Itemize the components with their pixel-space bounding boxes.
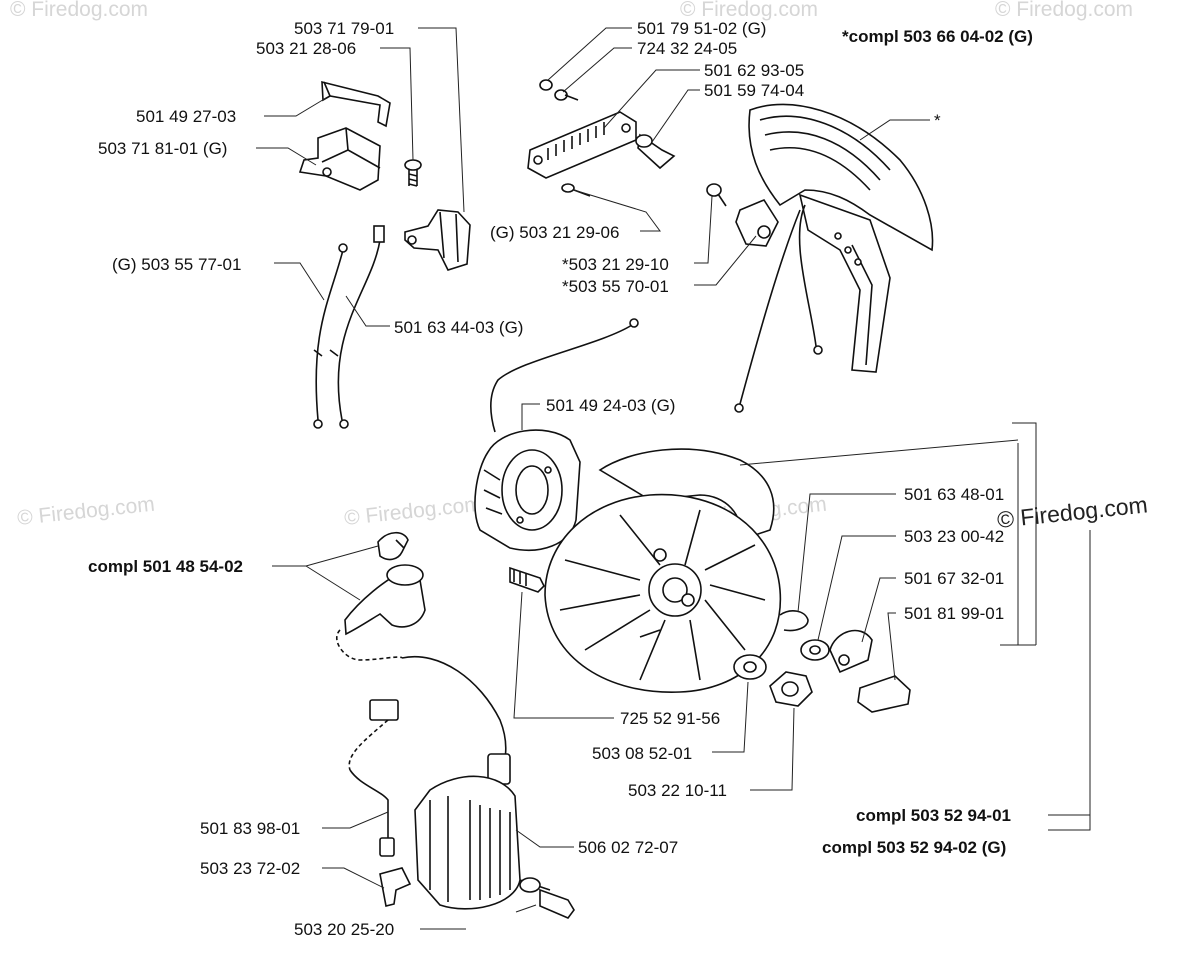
label-501-79-51-02-g: 501 79 51-02 (G): [637, 19, 766, 38]
cover-drawing: [734, 103, 934, 413]
plate-drawing: [527, 79, 637, 179]
label-501-49-24-03-g: 501 49 24-03 (G): [546, 396, 675, 415]
sleeve-drawing: [635, 133, 676, 170]
label-503-23-72-02: 503 23 72-02: [200, 859, 300, 878]
small-screw-drawing: [561, 183, 591, 197]
label-g-503-55-77-01: (G) 503 55 77-01: [112, 255, 241, 274]
ignition-module-drawing: [474, 429, 581, 551]
label-506-02-72-07: 506 02 72-07: [578, 838, 678, 857]
leader-lines: [256, 27, 1091, 930]
part-labels: 503 71 79-01 503 21 28-06 501 49 27-03 5…: [88, 19, 1033, 939]
label-503-71-79-01: 503 71 79-01: [294, 19, 394, 38]
label-compl-501-48-54-02: compl 501 48 54-02: [88, 557, 243, 576]
flywheel-hardware-drawing: [733, 610, 911, 713]
screw-drawing: [404, 159, 422, 187]
label-503-22-10-11: 503 22 10-11: [628, 781, 727, 800]
label-star: *: [934, 111, 941, 130]
label-501-49-27-03: 501 49 27-03: [136, 107, 236, 126]
label-501-59-74-04: 501 59 74-04: [704, 81, 804, 100]
watermark-primary: © Firedog.com: [996, 491, 1149, 533]
ground-wire-drawing: [490, 318, 639, 433]
label-501-63-48-01: 501 63 48-01: [904, 485, 1004, 504]
switch-housing-drawing: [298, 127, 381, 191]
label-503-71-81-01-g: 503 71 81-01 (G): [98, 139, 227, 158]
watermark: © Firedog.com: [16, 493, 156, 530]
label-725-52-91-56: 725 52 91-56: [620, 709, 720, 728]
label-503-55-70-01: *503 55 70-01: [562, 277, 669, 296]
label-501-67-32-01: 501 67 32-01: [904, 569, 1004, 588]
wires-left-drawing: [313, 225, 385, 429]
label-503-08-52-01: 503 08 52-01: [592, 744, 692, 763]
label-503-20-25-20: 503 20 25-20: [294, 920, 394, 939]
screw-725-drawing: [509, 566, 545, 593]
stop-switch-drawing: [404, 209, 471, 271]
watermark: © Firedog.com: [680, 0, 818, 21]
label-g-503-21-29-06: (G) 503 21 29-06: [490, 223, 619, 242]
watermark: © Firedog.com: [10, 0, 148, 21]
label-501-62-93-05: 501 62 93-05: [704, 61, 804, 80]
switch-cover-drawing: [321, 80, 391, 128]
label-compl-503-52-94-01: compl 503 52 94-01: [856, 806, 1011, 825]
spark-plug-cap-drawing: [336, 531, 426, 661]
label-724-32-24-05: 724 32 24-05: [637, 39, 737, 58]
label-503-21-28-06: 503 21 28-06: [256, 39, 356, 58]
label-compl-503-66-04-02-g: *compl 503 66 04-02 (G): [842, 27, 1033, 46]
watermark: © Firedog.com: [343, 493, 483, 530]
label-503-23-00-42: 503 23 00-42: [904, 527, 1004, 546]
watermark: © Firedog.com: [995, 0, 1133, 21]
label-501-83-98-01: 501 83 98-01: [200, 819, 300, 838]
label-501-81-99-01: 501 81 99-01: [904, 604, 1004, 623]
washer-plate-drawing: [706, 183, 779, 247]
label-503-21-29-10: *503 21 29-10: [562, 255, 669, 274]
flywheel-drawing: [544, 448, 782, 693]
label-compl-503-52-94-02-g: compl 503 52 94-02 (G): [822, 838, 1006, 857]
ignition-coil-drawing: [348, 655, 575, 919]
label-501-63-44-03-g: 501 63 44-03 (G): [394, 318, 523, 337]
